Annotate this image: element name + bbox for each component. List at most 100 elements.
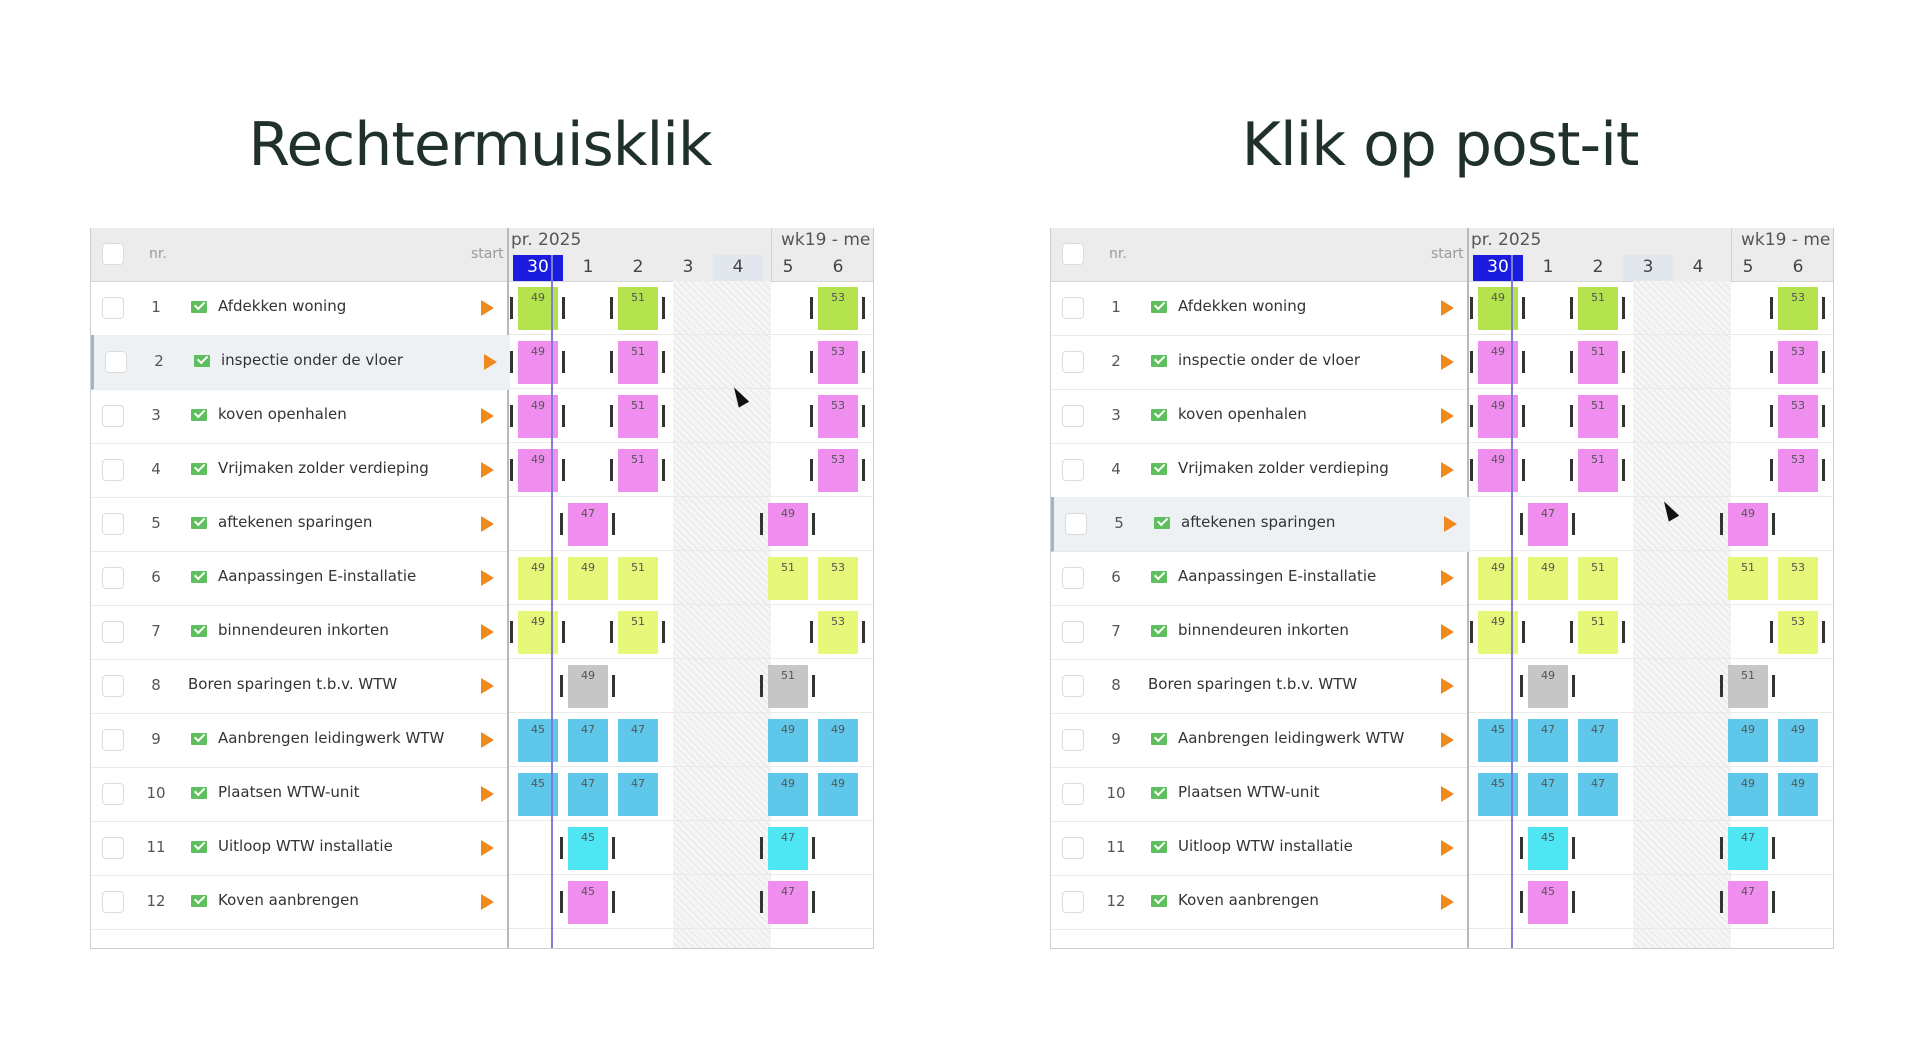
postit-note[interactable]: 47 — [1528, 719, 1568, 762]
task-label[interactable]: binnendeuren inkorten — [218, 621, 389, 639]
select-all-checkbox[interactable] — [102, 243, 124, 265]
row-checkbox[interactable] — [1062, 459, 1084, 481]
start-play-icon[interactable] — [481, 300, 494, 316]
postit-note[interactable]: 47 — [1528, 503, 1568, 546]
start-play-icon[interactable] — [1441, 894, 1454, 910]
postit-note[interactable]: 53 — [818, 341, 858, 384]
postit-note[interactable]: 45 — [1528, 881, 1568, 924]
postit-handle-right[interactable] — [1822, 297, 1825, 319]
postit-handle-right[interactable] — [1572, 837, 1575, 859]
task-label[interactable]: Plaatsen WTW-unit — [218, 783, 360, 801]
row-checkbox[interactable] — [102, 297, 124, 319]
task-label[interactable]: binnendeuren inkorten — [1178, 621, 1349, 639]
row-checkbox[interactable] — [102, 891, 124, 913]
day-header-2[interactable]: 2 — [1592, 257, 1604, 277]
day-header-0[interactable]: 30 — [513, 255, 563, 281]
postit-note[interactable]: 53 — [1778, 395, 1818, 438]
row-checkbox[interactable] — [1062, 405, 1084, 427]
day-header-4[interactable]: 4 — [1692, 257, 1704, 277]
start-play-icon[interactable] — [481, 624, 494, 640]
postit-handle-left[interactable] — [610, 405, 613, 427]
mail-icon[interactable] — [191, 787, 207, 799]
postit-handle-left[interactable] — [610, 621, 613, 643]
postit-note[interactable]: 47 — [568, 503, 608, 546]
postit-handle-left[interactable] — [1520, 837, 1523, 859]
mail-icon[interactable] — [1151, 625, 1167, 637]
postit-note[interactable]: 47 — [568, 719, 608, 762]
start-play-icon[interactable] — [1441, 624, 1454, 640]
postit-handle-left[interactable] — [1720, 891, 1723, 913]
postit-handle-left[interactable] — [610, 351, 613, 373]
row-checkbox[interactable] — [105, 351, 127, 373]
task-label[interactable]: Aanpassingen E-installatie — [218, 567, 417, 585]
postit-note[interactable]: 45 — [1528, 827, 1568, 870]
postit-note[interactable]: 45 — [568, 827, 608, 870]
task-label[interactable]: Uitloop WTW installatie — [1178, 837, 1353, 855]
postit-note[interactable]: 51 — [1578, 611, 1618, 654]
postit-handle-left[interactable] — [1770, 297, 1773, 319]
postit-handle-right[interactable] — [612, 891, 615, 913]
start-play-icon[interactable] — [1441, 462, 1454, 478]
postit-note[interactable]: 51 — [1728, 557, 1768, 600]
day-header-2[interactable]: 2 — [632, 257, 644, 277]
postit-note[interactable]: 51 — [618, 557, 658, 600]
postit-note[interactable]: 47 — [618, 773, 658, 816]
task-label[interactable]: aftekenen sparingen — [1181, 513, 1336, 531]
postit-handle-right[interactable] — [1522, 459, 1525, 481]
postit-note[interactable]: 53 — [1778, 557, 1818, 600]
postit-handle-right[interactable] — [862, 621, 865, 643]
mail-icon[interactable] — [191, 463, 207, 475]
task-label[interactable]: koven openhalen — [218, 405, 347, 423]
task-label[interactable]: Boren sparingen t.b.v. WTW — [1148, 675, 1358, 693]
postit-handle-left[interactable] — [610, 459, 613, 481]
postit-note[interactable]: 51 — [1578, 449, 1618, 492]
postit-handle-left[interactable] — [510, 459, 513, 481]
postit-handle-right[interactable] — [1822, 621, 1825, 643]
postit-note[interactable]: 49 — [768, 719, 808, 762]
postit-handle-right[interactable] — [1822, 405, 1825, 427]
postit-handle-right[interactable] — [1572, 675, 1575, 697]
start-play-icon[interactable] — [1441, 840, 1454, 856]
postit-handle-right[interactable] — [862, 459, 865, 481]
postit-handle-right[interactable] — [1622, 459, 1625, 481]
postit-note[interactable]: 51 — [1728, 665, 1768, 708]
postit-handle-left[interactable] — [510, 621, 513, 643]
postit-handle-left[interactable] — [760, 675, 763, 697]
mail-icon[interactable] — [1151, 571, 1167, 583]
postit-handle-right[interactable] — [862, 405, 865, 427]
postit-note[interactable]: 49 — [1728, 503, 1768, 546]
postit-handle-left[interactable] — [760, 837, 763, 859]
postit-handle-left[interactable] — [1720, 837, 1723, 859]
mail-icon[interactable] — [191, 301, 207, 313]
postit-note[interactable]: 53 — [1778, 341, 1818, 384]
task-label[interactable]: Aanpassingen E-installatie — [1178, 567, 1377, 585]
start-play-icon[interactable] — [481, 570, 494, 586]
postit-note[interactable]: 47 — [768, 827, 808, 870]
postit-handle-left[interactable] — [1470, 405, 1473, 427]
postit-handle-left[interactable] — [560, 513, 563, 535]
postit-handle-left[interactable] — [1770, 621, 1773, 643]
task-label[interactable]: Plaatsen WTW-unit — [1178, 783, 1320, 801]
mail-icon[interactable] — [1154, 517, 1170, 529]
mail-icon[interactable] — [191, 571, 207, 583]
task-label[interactable]: Vrijmaken zolder verdieping — [1178, 459, 1389, 477]
postit-note[interactable]: 49 — [1778, 773, 1818, 816]
postit-handle-right[interactable] — [1572, 513, 1575, 535]
postit-note[interactable]: 51 — [618, 449, 658, 492]
postit-note[interactable]: 51 — [1578, 287, 1618, 330]
postit-handle-left[interactable] — [560, 891, 563, 913]
postit-handle-left[interactable] — [1520, 891, 1523, 913]
postit-note[interactable]: 53 — [1778, 287, 1818, 330]
postit-handle-left[interactable] — [560, 675, 563, 697]
row-checkbox[interactable] — [102, 837, 124, 859]
start-play-icon[interactable] — [1441, 408, 1454, 424]
row-checkbox[interactable] — [1062, 297, 1084, 319]
postit-handle-left[interactable] — [1520, 513, 1523, 535]
start-play-icon[interactable] — [481, 894, 494, 910]
